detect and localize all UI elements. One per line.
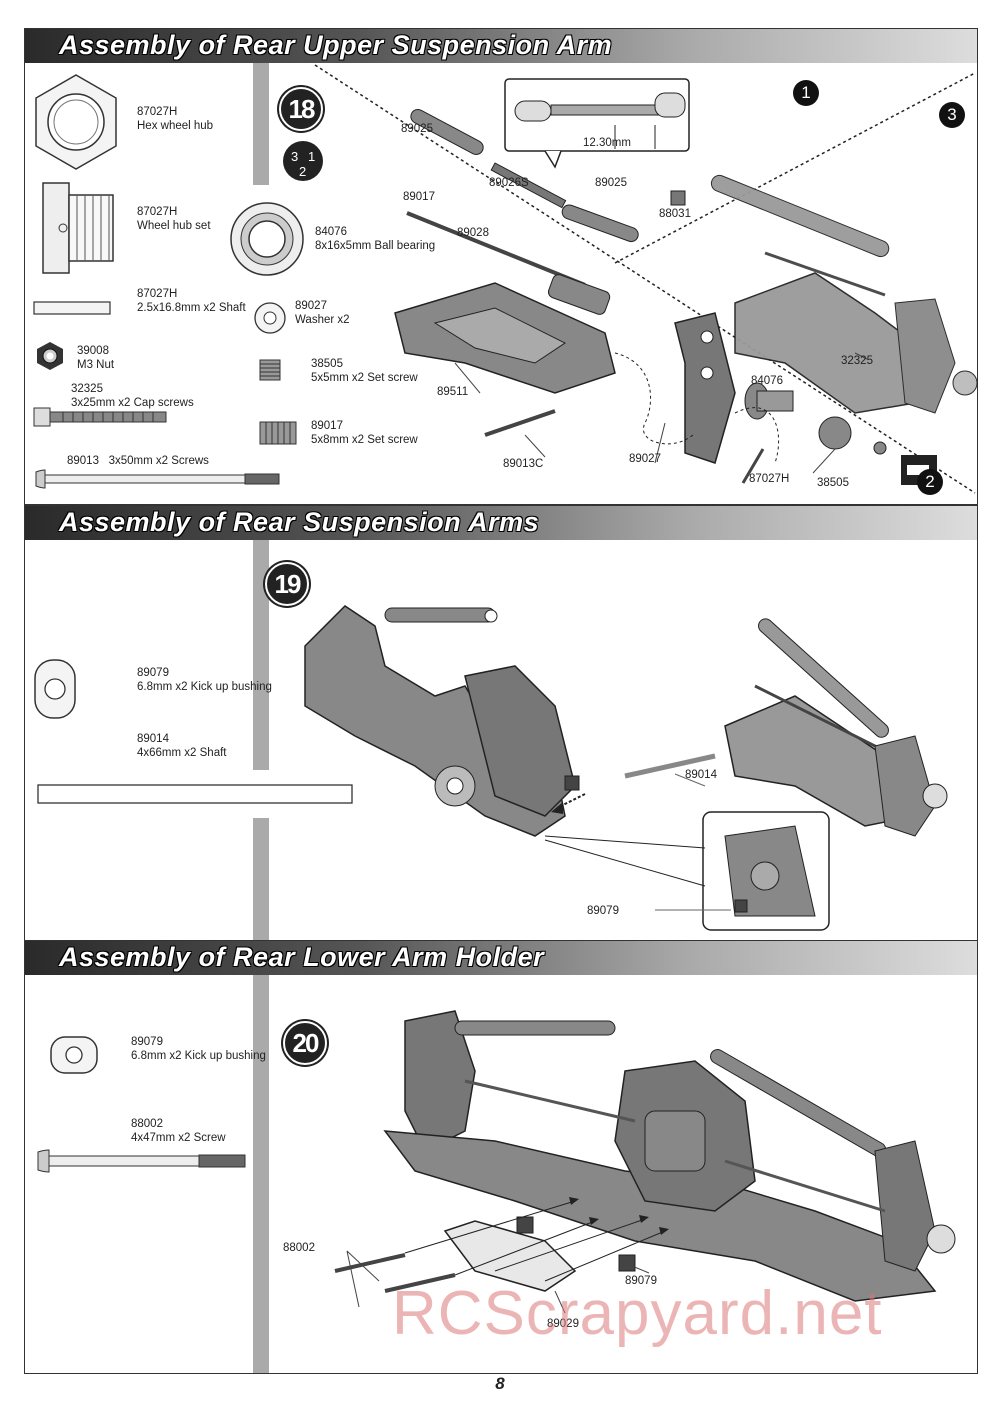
callout-label: 89014 [685,769,717,781]
column-divider [253,818,269,940]
section-header: Assembly of Rear Lower Arm Holder [25,941,977,975]
section-rear-upper-suspension-arm: Assembly of Rear Upper Suspension Arm 87… [24,28,978,505]
hex-wheel-hub-icon [35,74,117,170]
screw-icon [35,469,280,489]
callout-label: 89079 [587,905,619,917]
callout-label: 89028 [457,227,489,239]
ball-bearing-icon [230,202,304,276]
svg-text:3: 3 [291,149,298,164]
column-divider [253,975,269,1373]
callout-label: 89026S [489,177,529,189]
measurement-label: 12.30mm [583,137,631,149]
callout-label: 89079 [625,1275,657,1287]
set-screw-icon [259,421,297,445]
step-number: 19 [265,562,309,606]
callout-label: 32325 [841,355,873,367]
rear-arms-assembly-diagram [304,605,948,931]
watermark-text: RCScrapyard.net [392,1279,883,1348]
section-header: Assembly of Rear Suspension Arms [25,506,977,540]
svg-text:1: 1 [308,149,315,164]
callout-label: 84076 [751,375,783,387]
page-number: 8 [495,1374,505,1393]
callout-label: 87027H [749,473,790,485]
step-marker: 1 [793,80,819,106]
kick-up-bushing-icon [34,659,76,719]
set-screw-icon [259,359,281,381]
section-header: Assembly of Rear Upper Suspension Arm [25,29,977,63]
section-title: Assembly of Rear Suspension Arms [59,507,540,537]
callout-label: 88031 [659,208,691,220]
wheel-hub-set-icon [42,182,114,274]
washer-icon [254,302,286,334]
step-marker: 3 [939,102,965,128]
step-number: 20 [283,1021,327,1065]
shaft-icon [37,784,353,804]
section-title: Assembly of Rear Lower Arm Holder [59,942,545,972]
callout-label: 88002 [283,1242,315,1254]
callout-label: 89511 [437,386,469,398]
callout-label: 38505 [817,477,849,489]
column-divider [253,540,269,770]
callout-label: 89029 [547,1318,579,1330]
callout-label: 89025 [401,123,433,135]
callout-label: 89027 [629,453,661,465]
callout-label: 89025 [595,177,627,189]
svg-text:2: 2 [299,164,306,179]
screw-icon [37,1149,246,1173]
nut-icon [37,342,63,370]
section-title: Assembly of Rear Upper Suspension Arm [59,30,613,60]
rear-upper-arm-exploded-diagram [314,64,978,494]
callout-label: 89017 [403,191,435,203]
step-number: 18 [279,87,323,131]
cap-screw-icon [33,407,167,427]
step-marker: 2 [917,469,943,495]
callout-label: 89013C [503,458,544,470]
shaft-icon [33,301,111,315]
column-divider [253,63,269,185]
kick-up-bushing-icon [50,1036,98,1074]
order-badge-icon: 3 1 2 [283,141,323,181]
rear-lower-arm-holder-diagram [334,1010,956,1314]
part-label: 89013 3x50mm x2 Screws [67,455,209,467]
